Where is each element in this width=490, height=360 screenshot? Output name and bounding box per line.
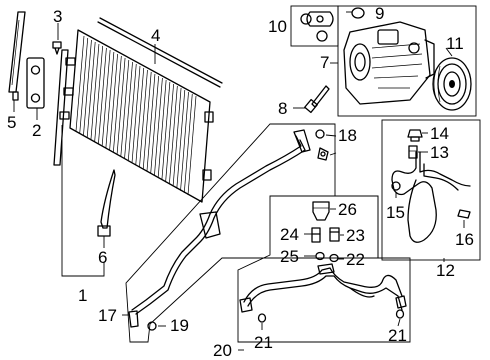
callout-19: 19 bbox=[170, 316, 189, 335]
compressor-part bbox=[343, 21, 435, 105]
condenser-fin bbox=[94, 45, 104, 142]
callout-18: 18 bbox=[338, 126, 357, 145]
fittings-18 bbox=[315, 129, 329, 161]
callout-8: 8 bbox=[278, 99, 287, 118]
callout-5: 5 bbox=[7, 113, 16, 132]
callout-14: 14 bbox=[430, 124, 449, 143]
clutch-pulley-part bbox=[432, 57, 472, 111]
condenser-fin bbox=[86, 41, 96, 138]
bolt-part bbox=[52, 41, 62, 55]
valve-part bbox=[304, 85, 330, 114]
switch-26 bbox=[312, 201, 330, 221]
callout-23: 23 bbox=[346, 226, 365, 245]
condenser-fin bbox=[90, 43, 100, 140]
condenser-fin bbox=[176, 89, 186, 189]
callout-15: 15 bbox=[386, 203, 405, 222]
condenser-fin bbox=[116, 57, 126, 155]
callout-22: 22 bbox=[346, 250, 365, 269]
callout-21b: 21 bbox=[388, 326, 407, 345]
condenser-fin bbox=[150, 75, 160, 174]
suction-line-part bbox=[391, 151, 471, 243]
liquid-line-part bbox=[239, 263, 407, 313]
condenser-fin bbox=[112, 55, 122, 153]
callout-25: 25 bbox=[280, 247, 299, 266]
seal-strip-part bbox=[97, 17, 223, 88]
condenser-fin bbox=[180, 91, 189, 191]
condenser-part bbox=[53, 29, 214, 203]
condenser-fin bbox=[79, 37, 89, 134]
callout-9: 9 bbox=[375, 4, 384, 23]
condenser-fin bbox=[101, 49, 111, 146]
callout-12: 12 bbox=[436, 261, 455, 280]
condenser-fin bbox=[127, 63, 137, 161]
condenser-fin bbox=[83, 39, 92, 136]
pressure-line-box bbox=[125, 123, 379, 343]
seal-kit-contents bbox=[300, 11, 334, 42]
callout-24: 24 bbox=[280, 225, 299, 244]
condenser-fin bbox=[183, 93, 193, 193]
o-ring-21b bbox=[395, 309, 405, 319]
callout-labels: 3 4 5 2 1 6 10 9 7 11 8 18 14 13 15 16 1… bbox=[7, 4, 474, 360]
discharge-line-part bbox=[128, 129, 311, 328]
condenser-fin bbox=[139, 69, 148, 168]
callout-16: 16 bbox=[455, 230, 474, 249]
bracket-strip-part bbox=[8, 11, 26, 101]
callout-6: 6 bbox=[98, 248, 107, 267]
fitting-14 bbox=[407, 129, 423, 142]
condenser-fin bbox=[105, 51, 115, 149]
callout-1: 1 bbox=[78, 286, 87, 305]
o-ring-15 bbox=[391, 181, 401, 191]
cap-23 bbox=[329, 227, 340, 242]
condenser-fin bbox=[168, 85, 178, 185]
condenser-fin bbox=[135, 67, 145, 166]
condenser-fin bbox=[98, 47, 107, 144]
condenser-fin bbox=[157, 79, 167, 178]
callout-7: 7 bbox=[320, 53, 329, 72]
mount-pads-part bbox=[26, 57, 45, 109]
suction-hose-box bbox=[381, 119, 481, 261]
compressor-box bbox=[337, 5, 477, 117]
condenser-fin bbox=[146, 73, 156, 172]
drier-element-part bbox=[97, 169, 116, 237]
condenser-fin bbox=[172, 87, 182, 187]
callout-4: 4 bbox=[151, 26, 160, 45]
condenser-fin bbox=[165, 83, 174, 183]
callout-13: 13 bbox=[430, 143, 449, 162]
condenser-fin bbox=[131, 65, 141, 164]
callout-21a: 21 bbox=[254, 333, 273, 352]
callout-17: 17 bbox=[98, 306, 117, 325]
o-ring-21a bbox=[257, 313, 267, 323]
leader-lines bbox=[13, 11, 465, 351]
condenser-fin bbox=[142, 71, 152, 170]
valve-core-24 bbox=[311, 227, 321, 243]
callout-10: 10 bbox=[268, 17, 287, 36]
liquid-line-box bbox=[237, 195, 411, 343]
condenser-fin bbox=[120, 59, 130, 157]
o-ring-22 bbox=[329, 253, 339, 263]
condenser-fin bbox=[124, 61, 133, 159]
callout-2: 2 bbox=[32, 121, 41, 140]
gasket-16 bbox=[457, 209, 471, 219]
condenser-fin bbox=[109, 53, 118, 151]
condenser-fin bbox=[161, 81, 171, 181]
o-ring-part bbox=[351, 7, 365, 19]
fitting-13 bbox=[408, 145, 418, 159]
callout-26: 26 bbox=[338, 200, 357, 219]
callout-11: 11 bbox=[446, 34, 464, 53]
washer-19 bbox=[147, 321, 157, 331]
callout-3: 3 bbox=[53, 7, 62, 26]
condenser-fin bbox=[154, 77, 163, 176]
callout-20: 20 bbox=[213, 341, 232, 360]
